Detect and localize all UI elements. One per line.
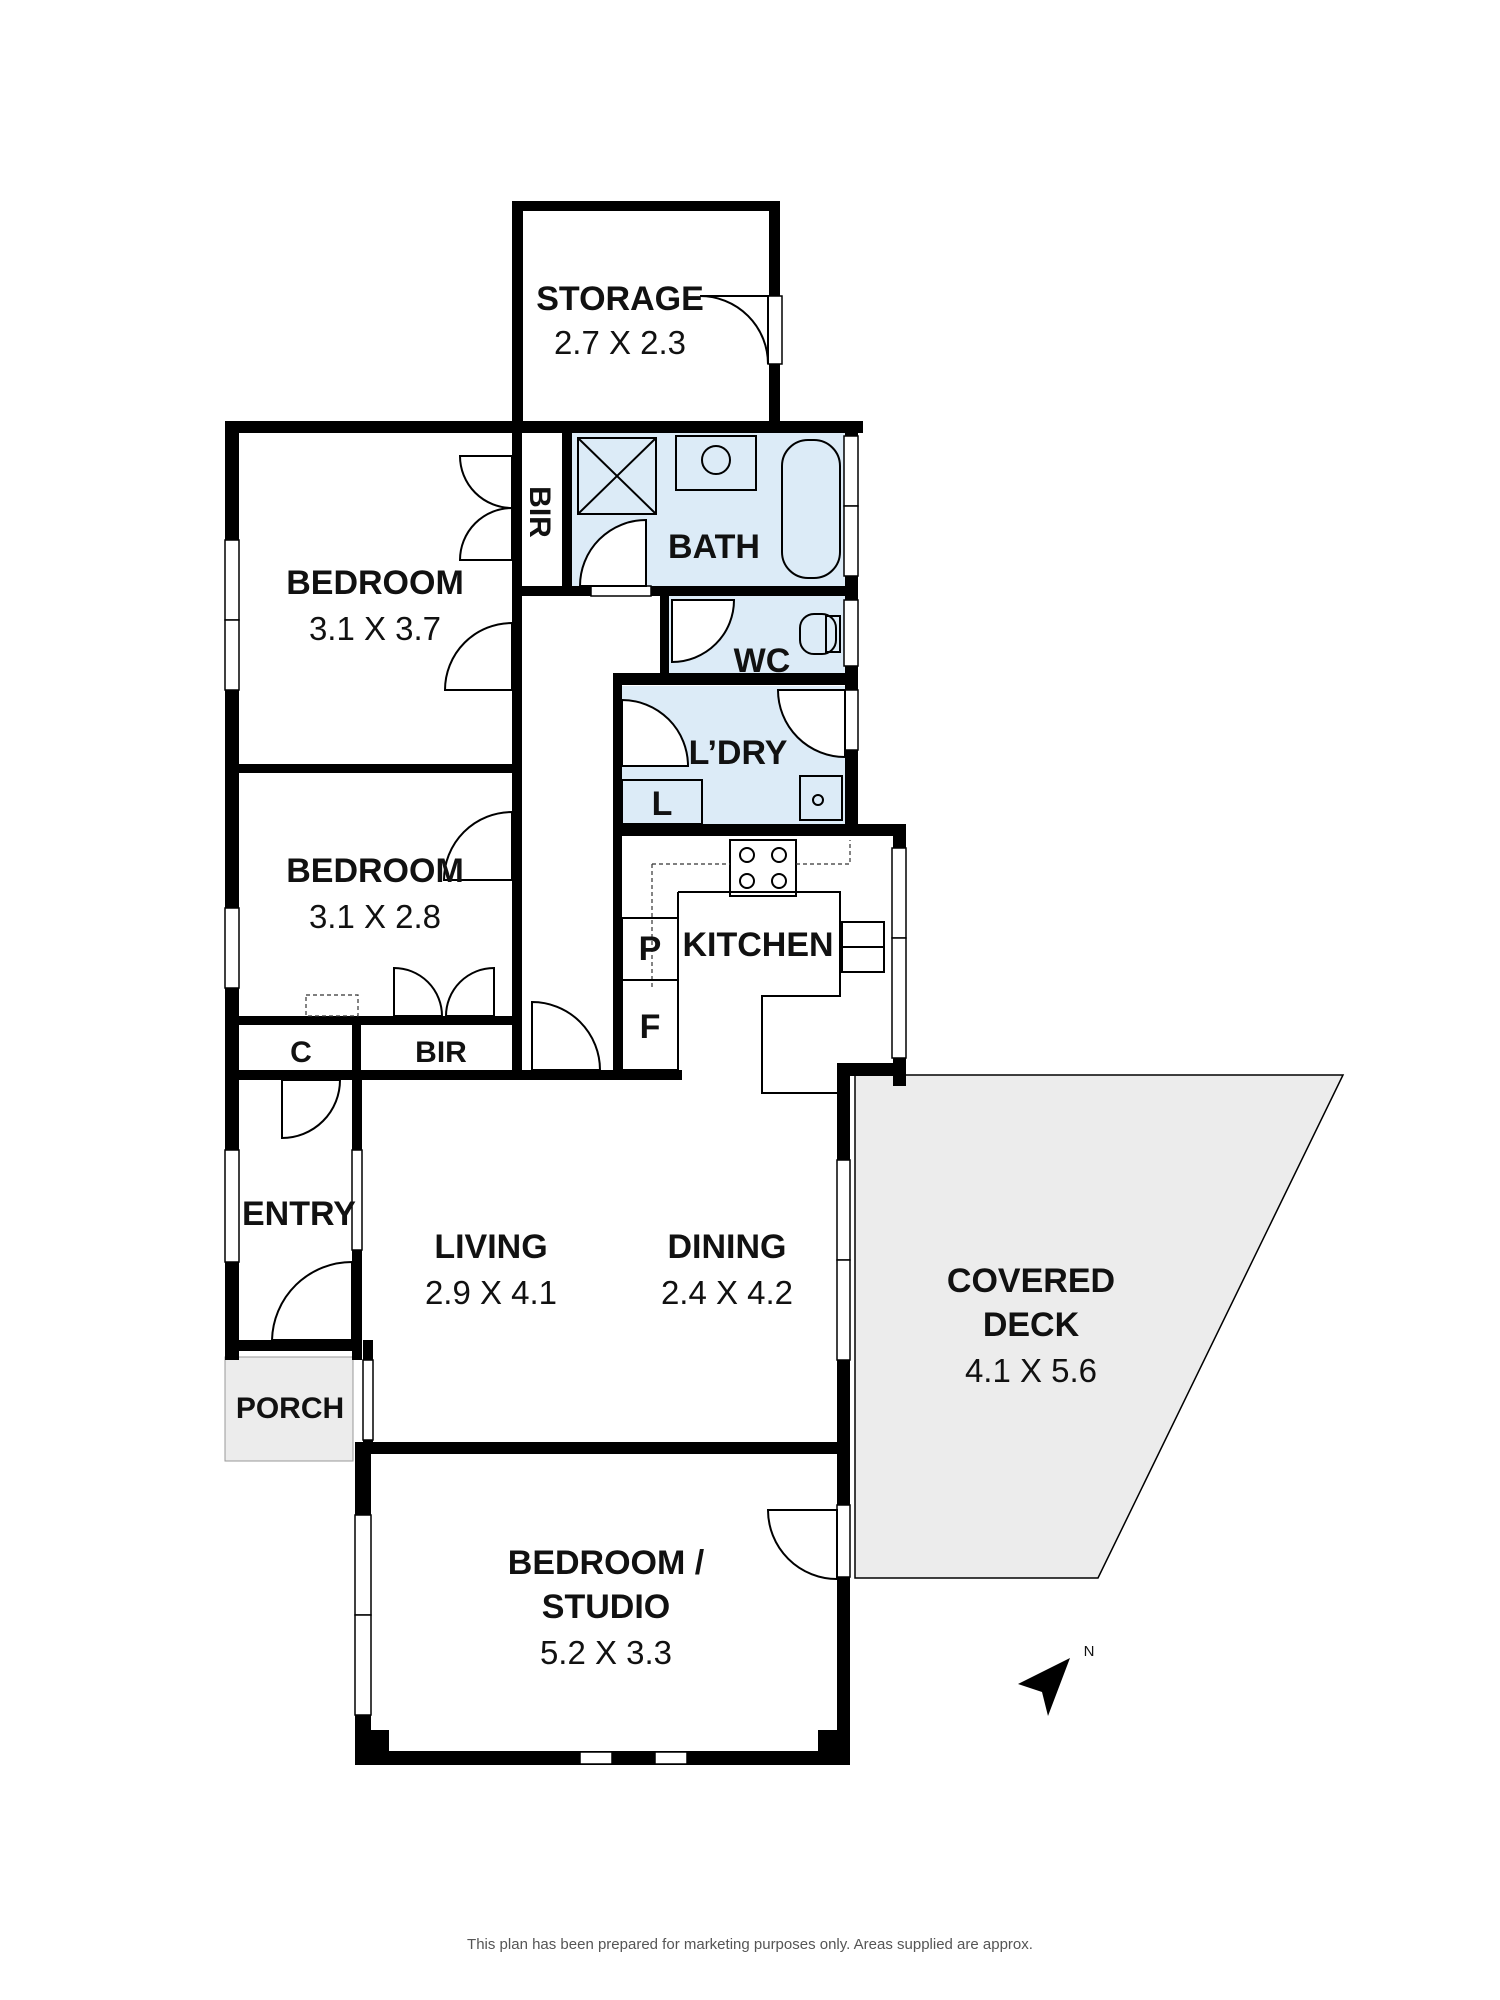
bedroom2-label: BEDROOM bbox=[286, 852, 464, 890]
laundry-l-label: L bbox=[652, 785, 673, 823]
disclaimer-text: This plan has been prepared for marketin… bbox=[467, 1936, 1033, 1953]
bedroom1-dims: 3.1 X 3.7 bbox=[309, 610, 441, 647]
deck-label-2: DECK bbox=[983, 1306, 1080, 1344]
wc-label: WC bbox=[734, 642, 791, 680]
laundry-label: L’DRY bbox=[689, 734, 788, 772]
porch-label: PORCH bbox=[236, 1392, 344, 1425]
entry-label: ENTRY bbox=[242, 1195, 356, 1233]
studio-label-2: STUDIO bbox=[542, 1588, 670, 1626]
windows bbox=[224, 295, 907, 1765]
kitchen-label: KITCHEN bbox=[682, 926, 833, 964]
bedroom1-label: BEDROOM bbox=[286, 564, 464, 602]
fridge-label: F bbox=[640, 1008, 661, 1046]
bir-mid-label: BIR bbox=[415, 1036, 467, 1069]
pantry-label: P bbox=[639, 930, 662, 968]
bath-label: BATH bbox=[668, 528, 760, 566]
dining-dims: 2.4 X 4.2 bbox=[661, 1274, 793, 1311]
fixtures bbox=[305, 435, 885, 1094]
living-label: LIVING bbox=[434, 1228, 547, 1266]
storage-dims: 2.7 X 2.3 bbox=[554, 324, 686, 361]
covered-deck-floor bbox=[854, 1074, 1345, 1579]
porch-floor bbox=[224, 1356, 354, 1462]
dining-label: DINING bbox=[668, 1228, 787, 1266]
studio-dims: 5.2 X 3.3 bbox=[540, 1634, 672, 1671]
deck-label-1: COVERED bbox=[947, 1262, 1115, 1300]
studio-label-1: BEDROOM / bbox=[508, 1544, 705, 1582]
compass-north-label: N bbox=[1084, 1643, 1095, 1660]
deck-dims: 4.1 X 5.6 bbox=[965, 1352, 1097, 1389]
bedroom2-dims: 3.1 X 2.8 bbox=[309, 898, 441, 935]
living-dims: 2.9 X 4.1 bbox=[425, 1274, 557, 1311]
compass-icon: N bbox=[1018, 1643, 1094, 1716]
storage-label: STORAGE bbox=[536, 280, 704, 318]
bir-top-label: BIR bbox=[523, 486, 556, 538]
cupboard-label: C bbox=[290, 1036, 312, 1069]
doors bbox=[270, 295, 846, 1581]
